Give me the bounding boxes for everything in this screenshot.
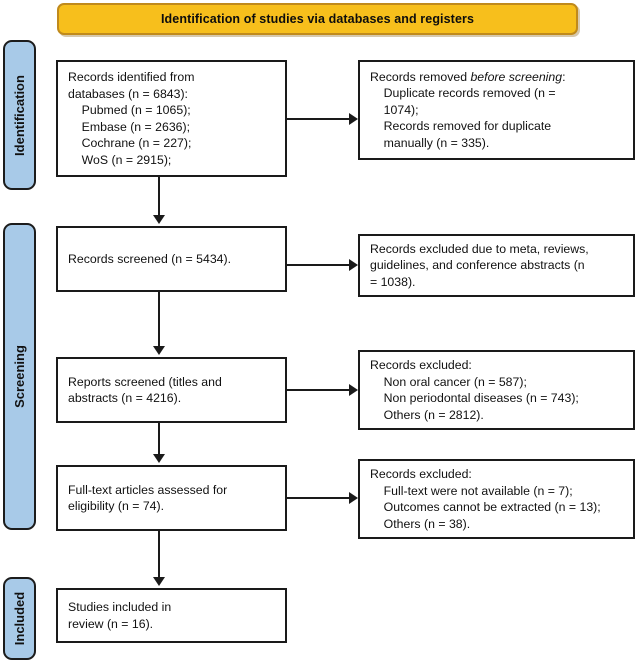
- box-records-removed-text: Records removed before screening: Duplic…: [370, 69, 566, 152]
- arrowhead-fulltext-to-included: [153, 577, 165, 586]
- box-reports-screened: Reports screened (titles and abstracts (…: [56, 357, 287, 423]
- phase-label-screening: Screening: [3, 223, 36, 530]
- arrowhead-fulltext-to-excluded: [349, 492, 358, 504]
- removed-prefix: Records removed: [370, 69, 471, 84]
- box-records-removed-before-screening: Records removed before screening: Duplic…: [358, 60, 635, 160]
- arrowhead-screened-to-excluded: [349, 259, 358, 271]
- box-records-identified-text: Records identified from databases (n = 6…: [68, 70, 195, 167]
- box-records-screened-text: Records screened (n = 5434).: [68, 251, 232, 266]
- connector-fulltext-to-excluded: [287, 497, 349, 499]
- box-fulltext-assessed-text: Full-text articles assessed for eligibil…: [68, 482, 228, 514]
- box-fulltext-assessed: Full-text articles assessed for eligibil…: [56, 465, 287, 531]
- box-records-excluded-topics: Records excluded: Non oral cancer (n = 5…: [358, 350, 635, 430]
- connector-reports-to-excluded: [287, 389, 349, 391]
- connector-reports-to-fulltext: [158, 423, 160, 456]
- arrowhead-reports-to-excluded: [349, 384, 358, 396]
- phase-label-included-text: Included: [12, 591, 28, 646]
- connector-fulltext-to-included: [158, 531, 160, 579]
- box-records-screened: Records screened (n = 5434).: [56, 226, 287, 292]
- box-records-excluded-topics-text: Records excluded: Non oral cancer (n = 5…: [370, 358, 579, 422]
- removed-italic: before screening: [470, 69, 563, 84]
- phase-label-identification-text: Identification: [12, 74, 28, 156]
- phase-label-identification: Identification: [3, 40, 36, 190]
- connector-screened-to-reports: [158, 292, 160, 348]
- connector-screened-to-excluded: [287, 264, 349, 266]
- connector-identified-to-removed: [287, 118, 349, 120]
- diagram-header-banner: Identification of studies via databases …: [57, 3, 578, 35]
- arrowhead-screened-to-reports: [153, 346, 165, 355]
- diagram-title: Identification of studies via databases …: [160, 12, 475, 26]
- box-studies-included-text: Studies included in review (n = 16).: [68, 600, 172, 631]
- box-studies-included: Studies included in review (n = 16).: [56, 588, 287, 643]
- box-records-identified: Records identified from databases (n = 6…: [56, 60, 287, 177]
- removed-suffix: : Duplicate records removed (n = 1074); …: [383, 69, 566, 150]
- box-records-excluded-meta: Records excluded due to meta, reviews, g…: [358, 234, 635, 297]
- arrowhead-identified-to-removed: [349, 113, 358, 125]
- box-reports-screened-text: Reports screened (titles and abstracts (…: [68, 374, 222, 406]
- box-records-excluded-meta-text: Records excluded due to meta, reviews, g…: [370, 241, 589, 289]
- phase-label-included: Included: [3, 577, 36, 660]
- arrowhead-reports-to-fulltext: [153, 454, 165, 463]
- arrowhead-identified-to-screened: [153, 215, 165, 224]
- box-records-excluded-fulltext: Records excluded: Full-text were not ava…: [358, 459, 635, 539]
- connector-identified-to-screened: [158, 177, 160, 217]
- phase-label-screening-text: Screening: [12, 345, 28, 408]
- box-records-excluded-fulltext-text: Records excluded: Full-text were not ava…: [370, 467, 601, 531]
